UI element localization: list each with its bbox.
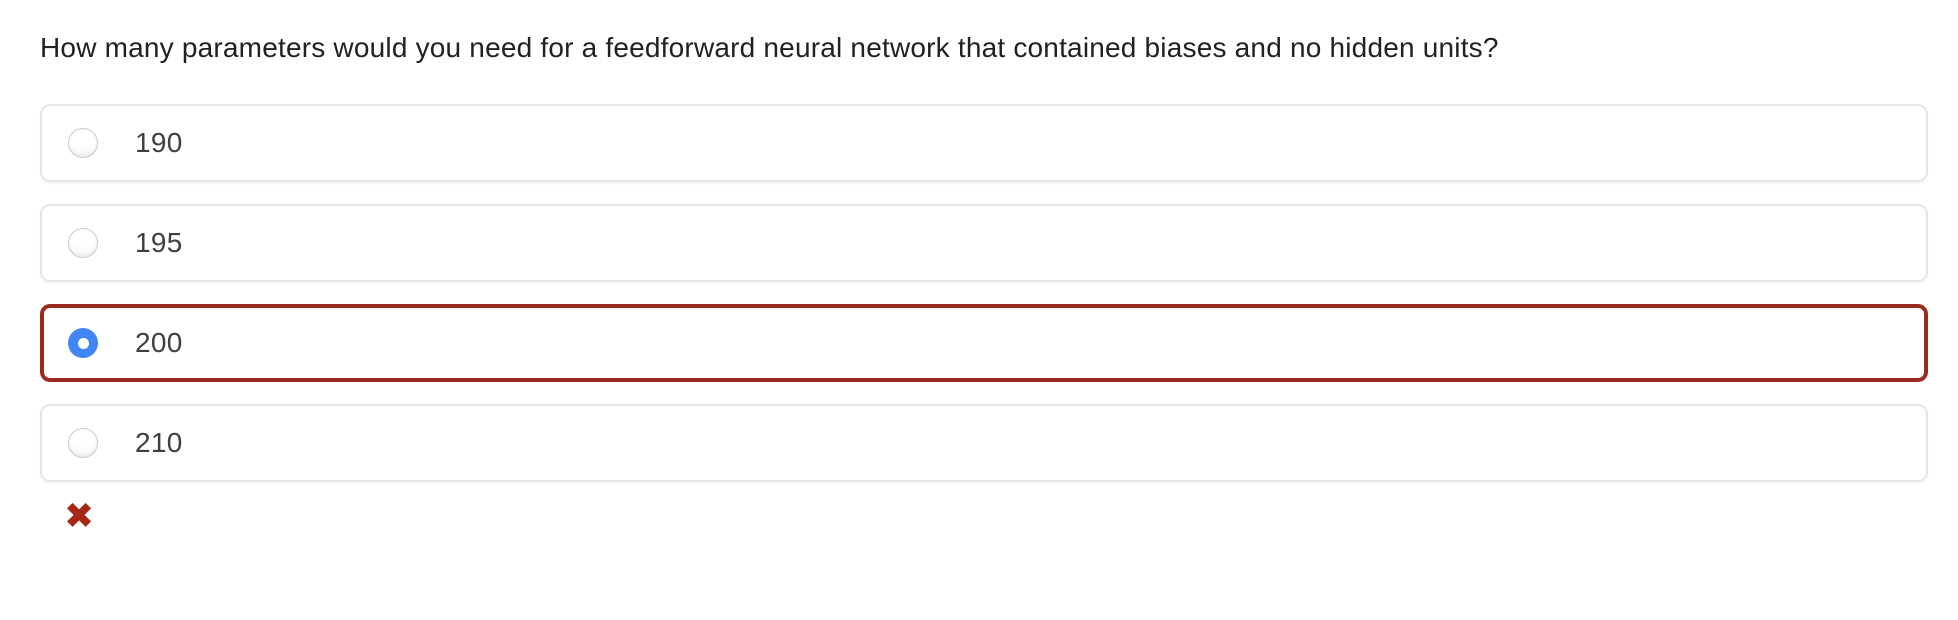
radio-selected-icon[interactable] (68, 328, 98, 358)
answer-option-195[interactable]: 195 (40, 204, 1928, 282)
option-label: 210 (135, 427, 183, 458)
answer-option-200-selected-incorrect[interactable]: 200 (40, 304, 1928, 382)
incorrect-x-icon: ✖ (64, 495, 95, 536)
radio-unselected-icon[interactable] (68, 128, 98, 158)
radio-unselected-icon[interactable] (68, 428, 98, 458)
answer-option-210[interactable]: 210 (40, 404, 1928, 482)
answer-options-list: 190 195 200 210 (40, 104, 1928, 482)
option-label: 200 (135, 327, 183, 358)
answer-option-190[interactable]: 190 (40, 104, 1928, 182)
option-label: 190 (135, 127, 183, 158)
option-label: 195 (135, 227, 183, 258)
question-text: How many parameters would you need for a… (40, 32, 1499, 63)
radio-unselected-icon[interactable] (68, 228, 98, 258)
